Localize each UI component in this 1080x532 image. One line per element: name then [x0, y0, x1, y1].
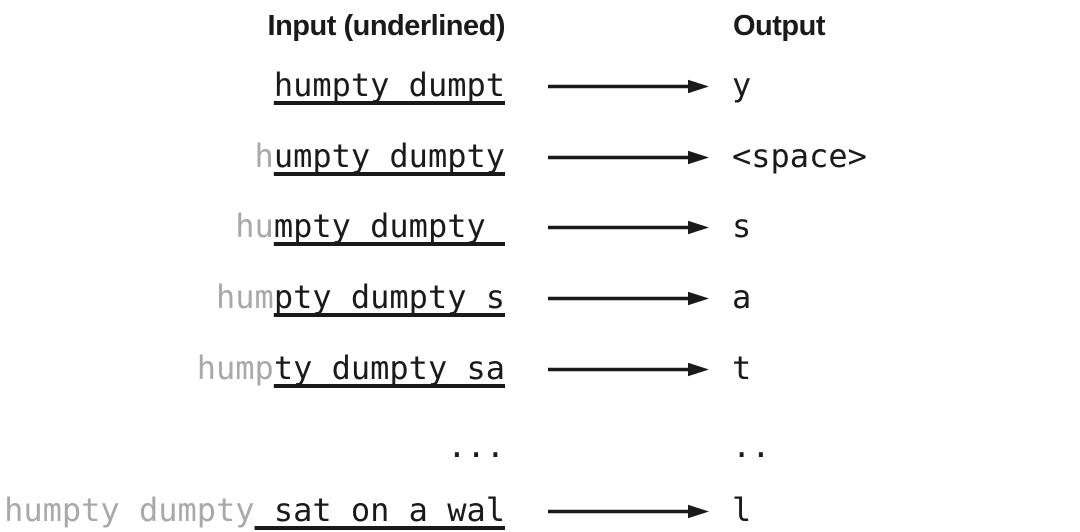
mapping-row: ... .. [0, 425, 1080, 469]
arrow-icon [548, 291, 709, 305]
mapping-row: humpty dumpt y [0, 64, 1080, 108]
output-text: .. [732, 427, 771, 466]
mapping-row: humpty dumpty sat on a wal l [0, 489, 1080, 532]
arrow-icon [548, 220, 709, 234]
arrow-icon [548, 362, 709, 376]
output-text: <space> [732, 137, 867, 176]
input-prefix: hu [235, 207, 274, 246]
arrow-cell [505, 439, 730, 456]
input-context-window: umpty dumpty [273, 137, 505, 176]
input-text: humpty dumpty [0, 209, 505, 244]
arrow-cell [505, 219, 730, 236]
input-context-window: mpty dumpty [273, 207, 505, 246]
output-text: s [732, 207, 752, 246]
arrow-icon [548, 504, 709, 518]
input-ellipsis: ... [447, 427, 505, 466]
mapping-row: humpty dumpty sa t [0, 347, 1080, 391]
input-text: humpty dumpty sa [0, 351, 505, 386]
input-context-window: humpty dumpt [273, 66, 505, 105]
output-text: y [732, 66, 752, 105]
column-headers: Input (underlined) Output [0, 5, 1080, 49]
input-text: humpty dumpt [0, 68, 505, 103]
arrow-icon [548, 150, 709, 164]
input-prefix: humpty dumpty [4, 491, 255, 530]
input-context-window: sat on a wal [254, 491, 505, 530]
input-column-header: Input (underlined) [267, 10, 506, 43]
output-column-header: Output [733, 10, 826, 43]
mapping-row: humpty dumpty <space> [0, 135, 1080, 179]
input-prefix: h [254, 137, 274, 176]
arrow-cell [505, 503, 730, 520]
arrow-cell [505, 290, 730, 307]
arrow-icon [548, 79, 709, 93]
input-prefix: hum [216, 278, 274, 317]
input-text: humpty dumpty s [0, 280, 505, 315]
mapping-row: humpty dumpty s [0, 205, 1080, 249]
mapping-row: humpty dumpty s a [0, 276, 1080, 320]
input-prefix: hump [196, 349, 274, 388]
output-text: t [732, 349, 752, 388]
arrow-cell [505, 361, 730, 378]
input-text: humpty dumpty sat on a wal [0, 493, 505, 528]
input-text: humpty dumpty [0, 139, 505, 174]
output-text: l [732, 491, 752, 530]
input-text: ... [0, 429, 505, 464]
output-text: a [732, 278, 752, 317]
input-context-window: ty dumpty sa [273, 349, 505, 388]
input-context-window: pty dumpty s [273, 278, 505, 317]
arrow-cell [505, 78, 730, 95]
arrow-cell [505, 149, 730, 166]
